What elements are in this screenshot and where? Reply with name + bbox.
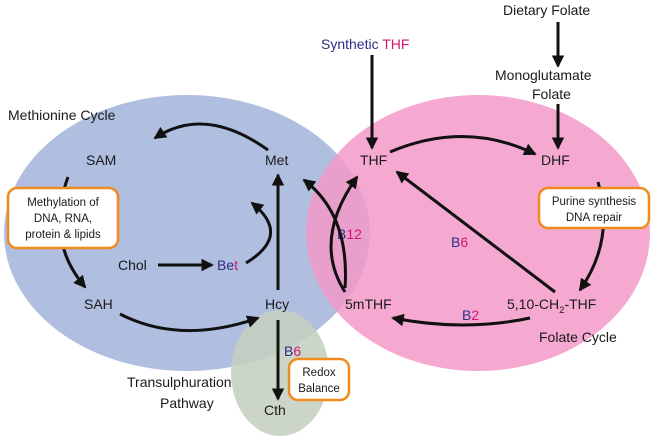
purine-line2: DNA repair: [566, 212, 622, 224]
b6-thf-label: B6: [451, 234, 468, 250]
redox-line1: Redox: [302, 367, 335, 379]
b2-label: B2: [462, 307, 479, 323]
met-label: Met: [265, 152, 288, 168]
chol-label: Chol: [118, 257, 147, 273]
ch2-thf-subscript: 2: [559, 305, 564, 316]
b6-cth-letter: B: [284, 343, 293, 359]
sam-label: SAM: [86, 152, 116, 168]
b6-cth-label: B6: [284, 343, 301, 359]
monoglutamate-label-line2: Folate: [532, 86, 571, 102]
b2-number: 2: [471, 307, 479, 323]
methylation-line3: protein & lipids: [25, 229, 101, 241]
dietary-folate-label: Dietary Folate: [503, 2, 590, 18]
methylation-box: Methylation of DNA, RNA, protein & lipid…: [6, 186, 120, 250]
dhf-label: DHF: [541, 152, 570, 168]
5mthf-label: 5mTHF: [345, 296, 392, 312]
monoglutamate-label-line1: Monoglutamate: [495, 67, 592, 83]
bet-suffix: t: [234, 257, 238, 273]
redox-line2: Balance: [298, 383, 340, 395]
5mthf-to-thf-arrow: [329, 175, 359, 293]
ch2-thf-suffix: -THF: [564, 296, 596, 312]
hcy-label: Hcy: [265, 296, 289, 312]
met-to-sam-arrow: [153, 122, 269, 152]
thf-to-dhf-arrow: [389, 135, 537, 156]
bet-to-met-arrow: [245, 201, 272, 265]
methylation-line1: Methylation of: [27, 197, 99, 209]
transsulphuration-region: [231, 310, 329, 436]
b12-number: 12: [346, 226, 362, 242]
methionine-cycle-region: [4, 95, 370, 371]
methylation-line2: DNA, RNA,: [34, 213, 92, 225]
ch2-thf-prefix: 5,10-CH: [507, 296, 559, 312]
transsulphuration-label-line2: Pathway: [160, 395, 214, 411]
sah-to-hcy-arrow: [119, 312, 260, 333]
hcy-to-met-arrow: [302, 178, 347, 289]
purine-line1: Purine synthesis: [552, 196, 637, 208]
ch2thf-to-thf-arrow: [395, 170, 556, 294]
synthetic-prefix: Synthetic: [321, 36, 379, 52]
thf-label: THF: [360, 152, 387, 168]
cth-label: Cth: [264, 402, 286, 418]
transsulphuration-label-line1: Transulphuration: [127, 374, 232, 390]
synthetic-thf: THF: [382, 36, 409, 52]
b6-cth-number: 6: [293, 343, 301, 359]
bet-prefix: Be: [217, 257, 234, 273]
methionine-cycle-label: Methionine Cycle: [8, 107, 116, 123]
bet-label: Bet: [217, 257, 238, 273]
ch2-thf-label: 5,10-CH2-THF: [507, 296, 596, 316]
purine-box: Purine synthesis DNA repair: [537, 186, 651, 230]
sah-label: SAH: [84, 296, 113, 312]
redox-box: Redox Balance: [287, 357, 351, 402]
folate-cycle-label: Folate Cycle: [539, 329, 617, 345]
ch2thf-to-5mthf-arrow: [391, 313, 531, 327]
synthetic-thf-label: Synthetic THF: [321, 36, 409, 52]
b6-thf-number: 6: [460, 234, 468, 250]
b6-thf-letter: B: [451, 234, 460, 250]
b2-letter: B: [462, 307, 471, 323]
